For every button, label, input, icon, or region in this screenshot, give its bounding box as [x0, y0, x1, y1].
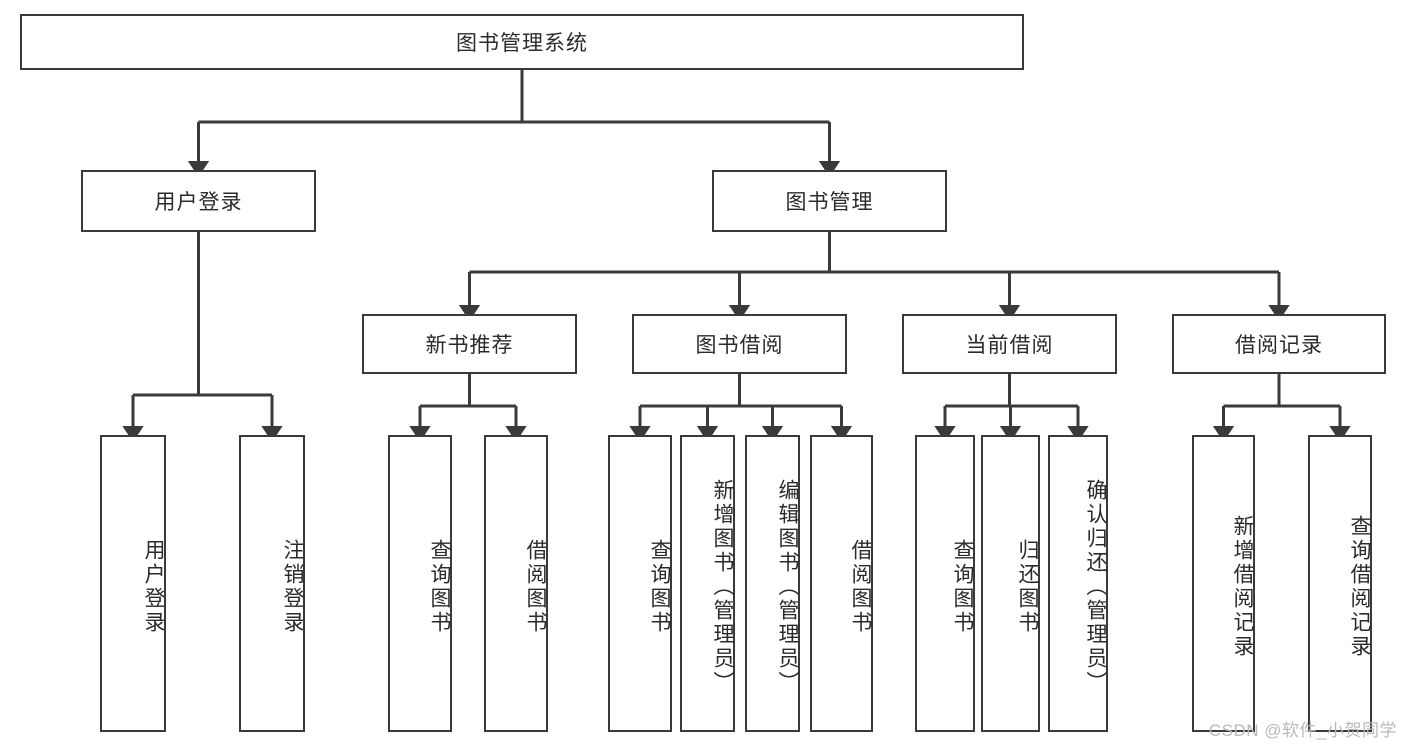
node-label: 新增借阅记录 — [1231, 514, 1254, 659]
node-leaf-cb-query[interactable]: 查询图书 — [915, 435, 975, 732]
node-label: 用户登录 — [142, 538, 165, 635]
node-label: 查询图书 — [951, 538, 974, 635]
node-currborrow[interactable]: 当前借阅 — [902, 314, 1117, 374]
node-leaf-bb-edit[interactable]: 编辑图书（管理员） — [745, 435, 800, 732]
node-label: 当前借阅 — [965, 334, 1054, 357]
node-leaf-user-login[interactable]: 用户登录 — [100, 435, 166, 732]
node-leaf-bb-add[interactable]: 新增图书（管理员） — [680, 435, 735, 732]
node-leaf-cb-return[interactable]: 归还图书 — [981, 435, 1040, 732]
node-bookmgmt[interactable]: 图书管理 — [712, 170, 947, 232]
watermark-label: CSDN @软件_小贺同学 — [1208, 721, 1397, 740]
node-newbook[interactable]: 新书推荐 — [362, 314, 577, 374]
node-label: 注销登录 — [281, 538, 304, 635]
node-label: 借阅记录 — [1235, 334, 1323, 357]
node-label: 用户登录 — [154, 191, 243, 214]
node-label: 图书管理 — [785, 191, 874, 214]
node-leaf-cb-confirm[interactable]: 确认归还（管理员） — [1048, 435, 1108, 732]
node-label: 查询借阅记录 — [1348, 514, 1371, 659]
node-label: 归还图书 — [1016, 538, 1039, 635]
node-login[interactable]: 用户登录 — [81, 170, 316, 232]
node-label: 借阅图书 — [524, 538, 547, 635]
node-leaf-user-logout[interactable]: 注销登录 — [239, 435, 305, 732]
node-label: 确认归还（管理员） — [1084, 478, 1107, 695]
node-label: 图书管理系统 — [456, 32, 588, 55]
node-label: 新书推荐 — [425, 334, 514, 357]
node-label: 图书借阅 — [695, 334, 784, 357]
node-leaf-nb-query[interactable]: 查询图书 — [388, 435, 452, 732]
node-leaf-bl-query[interactable]: 查询借阅记录 — [1308, 435, 1372, 732]
node-leaf-bb-query[interactable]: 查询图书 — [608, 435, 672, 732]
node-borrowbook[interactable]: 图书借阅 — [632, 314, 847, 374]
node-leaf-bb-borrow[interactable]: 借阅图书 — [810, 435, 873, 732]
node-leaf-nb-borrow[interactable]: 借阅图书 — [484, 435, 548, 732]
node-label: 查询图书 — [428, 538, 451, 635]
edges-group — [122, 70, 1351, 442]
node-borrowlog[interactable]: 借阅记录 — [1172, 314, 1386, 374]
node-root[interactable]: 图书管理系统 — [20, 14, 1024, 70]
node-label: 编辑图书（管理员） — [776, 478, 799, 695]
node-label: 借阅图书 — [849, 538, 872, 635]
node-label: 查询图书 — [648, 538, 671, 635]
node-leaf-bl-add[interactable]: 新增借阅记录 — [1192, 435, 1255, 732]
node-label: 新增图书（管理员） — [711, 478, 734, 695]
